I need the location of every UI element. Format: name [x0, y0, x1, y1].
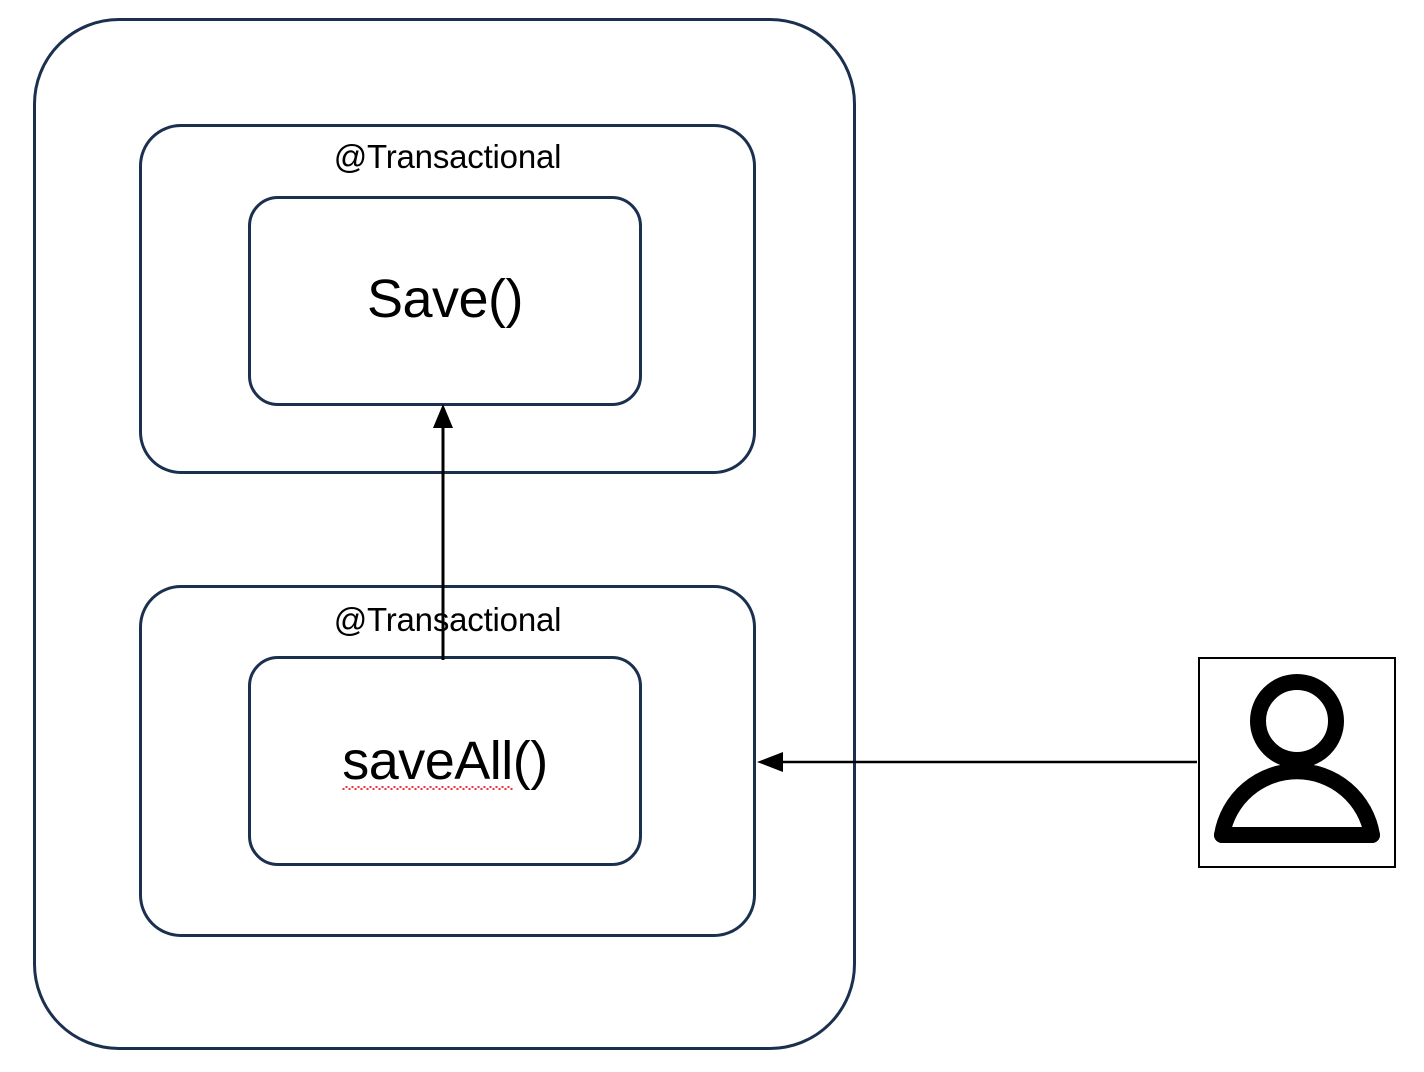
method-label-saveall-parens: () — [512, 731, 548, 791]
transactional-label-bottom: @Transactional — [333, 601, 562, 638]
transactional-label-top: @Transactional — [333, 138, 562, 175]
method-label-saveall-misspelled: saveAll — [342, 731, 513, 791]
user-actor-box[interactable] — [1198, 657, 1396, 868]
user-person-icon — [1214, 674, 1380, 843]
method-box-saveall[interactable] — [248, 656, 642, 866]
method-label-saveall: saveAll() — [248, 731, 642, 791]
transactional-group-bottom[interactable] — [139, 585, 756, 937]
method-label-save: Save() — [366, 269, 524, 329]
outer-service-container[interactable] — [33, 18, 856, 1050]
transactional-group-top[interactable] — [139, 124, 756, 474]
